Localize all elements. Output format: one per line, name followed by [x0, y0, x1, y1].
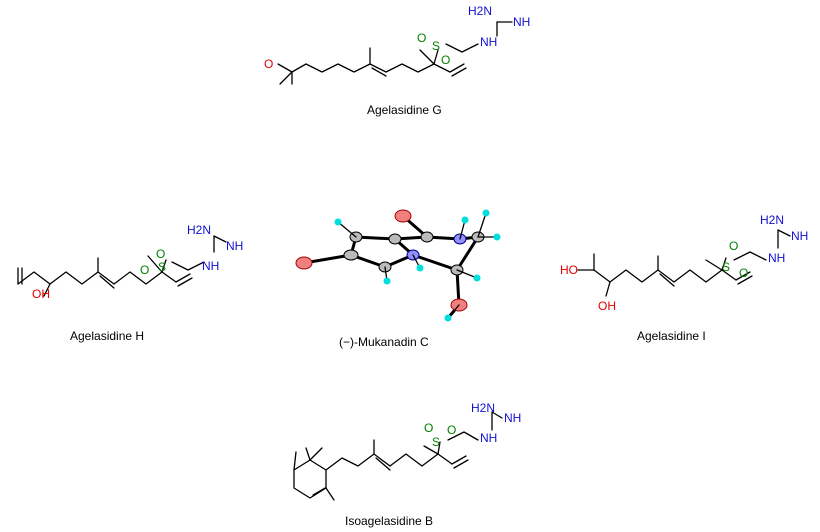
- agelasidine-h-bonds: [17, 235, 227, 297]
- mukanadin-c-hydrogens: [334, 209, 501, 322]
- agelasidine-g-nh2: H2N: [468, 4, 492, 18]
- agelasidine-h-hydroxyl: OH: [32, 287, 50, 301]
- isoagelasidine-b-sulfonyl-o1: O: [424, 421, 433, 435]
- agelasidine-g-sulfonyl-o1: O: [417, 31, 426, 45]
- agelasidine-g-oxygen: O: [264, 57, 273, 71]
- structure-agelasidine-h: OH S O O NH H2N NH Agelasidine H: [17, 223, 243, 343]
- agelasidine-i-imine: NH: [791, 229, 808, 243]
- isoagelasidine-b-nh: NH: [480, 431, 497, 445]
- structure-mukanadin-c: (−)-Mukanadin C: [295, 209, 501, 349]
- agelasidine-i-caption: Agelasidine I: [637, 329, 706, 343]
- agelasidine-h-sulfonyl-o2: O: [156, 247, 165, 261]
- agelasidine-g-sulfonyl-o2: O: [441, 53, 450, 67]
- agelasidine-i-hydroxyl-1: HO: [560, 263, 578, 277]
- structure-isoagelasidine-b: S O O NH H2N NH Isoagelasidine B: [293, 401, 521, 528]
- isoagelasidine-b-nh2: H2N: [471, 401, 495, 415]
- isoagelasidine-b-imine: NH: [504, 411, 521, 425]
- mukanadin-c-caption: (−)-Mukanadin C: [339, 335, 429, 349]
- agelasidine-h-sulfur: S: [158, 260, 166, 274]
- agelasidine-i-sulfonyl-o2: O: [739, 266, 748, 280]
- agelasidine-i-sulfur: S: [722, 260, 730, 274]
- agelasidine-g-nh: NH: [480, 35, 497, 49]
- isoagelasidine-b-sulfonyl-o2: O: [447, 423, 456, 437]
- agelasidine-h-sulfonyl-o1: O: [140, 263, 149, 277]
- agelasidine-h-caption: Agelasidine H: [70, 329, 144, 343]
- mukanadin-c-atoms: [295, 209, 485, 312]
- agelasidine-h-nh2: H2N: [187, 223, 211, 237]
- structure-agelasidine-g: O S O O NH H2N NH Agelasidine G: [264, 4, 530, 117]
- isoagelasidine-b-sulfur: S: [432, 435, 440, 449]
- agelasidine-i-sulfonyl-o1: O: [729, 239, 738, 253]
- isoagelasidine-b-bonds: [293, 411, 503, 501]
- isoagelasidine-b-caption: Isoagelasidine B: [345, 514, 433, 528]
- agelasidine-i-hydroxyl-2: OH: [598, 299, 616, 313]
- agelasidine-g-imine: NH: [513, 15, 530, 29]
- agelasidine-g-bonds: [277, 21, 513, 85]
- agelasidine-i-nh2: H2N: [760, 213, 784, 227]
- agelasidine-g-caption: Agelasidine G: [367, 103, 442, 117]
- agelasidine-h-nh: NH: [202, 259, 219, 273]
- agelasidine-h-imine: NH: [226, 239, 243, 253]
- structure-agelasidine-i: HO OH S O O NH H2N NH Agelasidine I: [560, 213, 808, 343]
- agelasidine-i-nh: NH: [768, 251, 785, 265]
- agelasidine-g-sulfur: S: [432, 39, 440, 53]
- agelasidine-i-bonds: [577, 229, 791, 297]
